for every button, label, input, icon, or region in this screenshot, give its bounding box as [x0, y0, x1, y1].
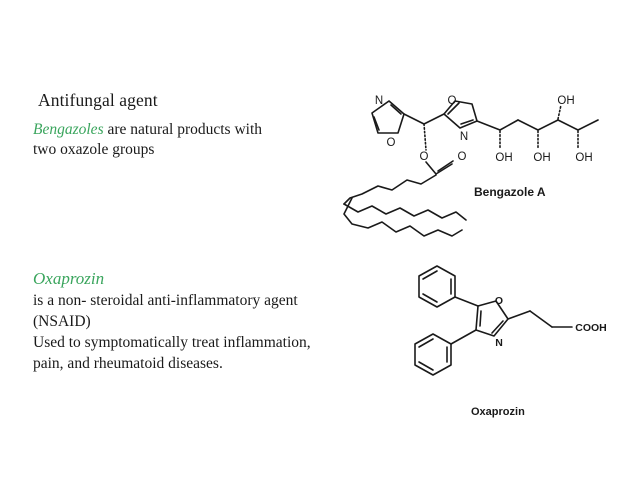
bengazoles-desc-rest: are natural products with — [103, 121, 262, 138]
bengazole-atom-o2: O — [448, 95, 457, 107]
oxaprozin-atom-cooh: COOH — [575, 322, 607, 334]
section1-description: Bengazoles are natural products with two… — [33, 120, 262, 160]
bengazoles-name: Bengazoles — [33, 121, 104, 138]
oxaprozin-line4: pain, and rheumatoid diseases. — [33, 355, 223, 372]
bengazole-a-caption: Bengazole A — [474, 185, 546, 199]
bengazole-atom-o-ester: O — [420, 151, 429, 163]
oxaprozin-line1: is a non- steroidal anti-inflammatory ag… — [33, 292, 298, 309]
oxaprozin-caption: Oxaprozin — [471, 406, 525, 418]
oxaprozin-atom-n: N — [495, 337, 503, 349]
section2-description: Oxaprozin is a non- steroidal anti-infla… — [33, 268, 311, 374]
oxaprozin-name: Oxaprozin — [33, 269, 105, 288]
oxaprozin-line2: (NSAID) — [33, 313, 91, 330]
bengazole-atom-oh-top: OH — [557, 95, 574, 107]
oxaprozin-atom-o: O — [495, 295, 503, 307]
bengazole-atom-n1: N — [375, 95, 383, 107]
bengazole-atom-n2: N — [460, 131, 468, 143]
bengazole-atom-o1: O — [387, 137, 396, 149]
bengazole-atom-o-carbonyl: O — [458, 151, 467, 163]
bengazole-atom-oh2: OH — [533, 152, 550, 164]
bengazoles-desc-line2: two oxazole groups — [33, 141, 155, 158]
oxaprozin-line3: Used to symptomatically treat inflammati… — [33, 334, 311, 351]
section1-heading: Antifungal agent — [38, 90, 158, 110]
bengazole-atom-oh3: OH — [575, 152, 592, 164]
bengazole-atom-oh1: OH — [495, 152, 512, 164]
